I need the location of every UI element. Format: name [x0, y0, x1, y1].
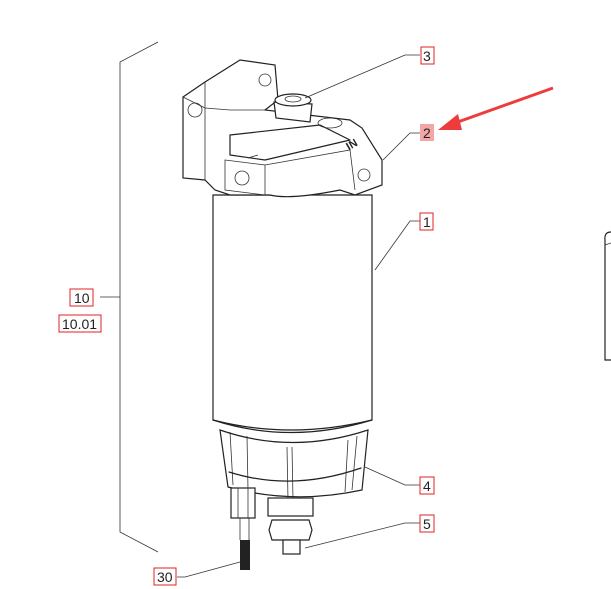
leader-30: [177, 561, 241, 578]
callout-1-text: 1: [423, 214, 431, 230]
leader-3: [304, 54, 420, 99]
callout-10-01[interactable]: 10.01: [58, 314, 102, 333]
callout-10-text: 10: [74, 290, 90, 306]
callout-10[interactable]: 10: [69, 288, 94, 307]
callout-3[interactable]: 3: [420, 46, 435, 65]
filter-head: IN: [182, 59, 383, 198]
water-bowl: [219, 429, 369, 501]
callout-5-text: 5: [423, 516, 431, 532]
callout-30-text: 30: [157, 569, 173, 585]
in-port-marking: IN: [344, 137, 360, 153]
callout-2-text: 2: [423, 125, 431, 141]
drain-valve: [267, 497, 314, 555]
adjacent-part: [604, 231, 611, 361]
callout-3-text: 3: [423, 48, 431, 64]
callout-4[interactable]: 4: [419, 476, 435, 495]
sensor-connector: [230, 487, 256, 570]
callout-4-text: 4: [423, 478, 431, 494]
assembly-bracket: [119, 41, 159, 553]
callout-2[interactable]: 2: [420, 124, 434, 141]
filter-element: [212, 194, 373, 434]
callout-30[interactable]: 30: [153, 567, 177, 586]
leader-4: [364, 466, 420, 486]
leader-5: [304, 522, 420, 549]
callout-5[interactable]: 5: [419, 514, 435, 533]
red-pointer-arrow: [438, 86, 554, 130]
leader-1: [374, 220, 420, 271]
leader-2: [382, 132, 420, 161]
callout-10-01-text: 10.01: [62, 316, 97, 332]
vent-plug: [273, 93, 343, 129]
callout-1[interactable]: 1: [419, 212, 434, 231]
